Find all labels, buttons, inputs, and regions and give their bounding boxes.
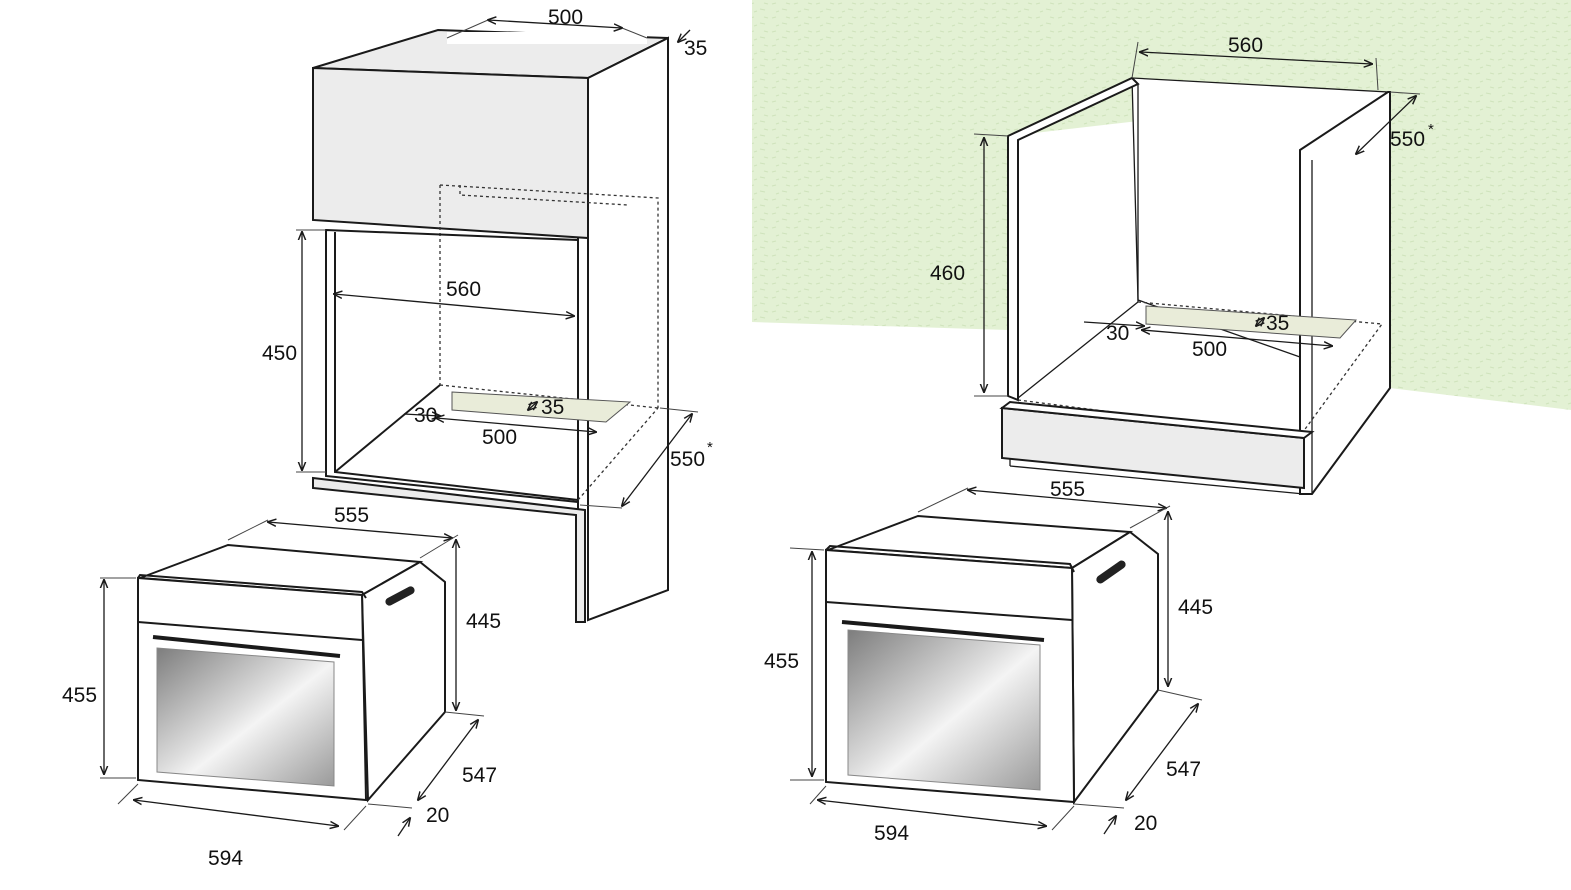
right-oven-front-width-label: 594 [874, 822, 909, 845]
right-oven-front-thickness-label: 20 [1134, 812, 1157, 835]
right-plinth-top [999, 400, 1315, 440]
right-right-panel [1299, 91, 1391, 495]
left-upper-panel [312, 66, 589, 240]
right-oven [825, 514, 1159, 805]
left-niche-depth-note: * [707, 439, 713, 456]
left-oven-front-width-label: 594 [208, 847, 243, 870]
left-oven-height-label: 445 [466, 610, 501, 633]
left-niche-frame [325, 228, 579, 504]
left-niche-height-label: 450 [262, 342, 297, 365]
left-oven-front-height-label: 455 [62, 684, 97, 707]
left-top-width-label: 500 [548, 6, 583, 29]
right-cabinet [999, 76, 1391, 495]
right-oven-labels: 555 445 455 547 20 594 [764, 478, 1213, 845]
left-vent-width-label: 500 [482, 426, 517, 449]
right-oven-window [847, 629, 1041, 791]
right-niche-height-label: 460 [930, 262, 965, 285]
right-oven-dimensions [789, 488, 1203, 835]
left-oven [137, 543, 446, 803]
right-vent-depth-label: 35 [1266, 312, 1289, 335]
left-oven-dimensions [100, 520, 485, 837]
right-cabinet-dimensions [973, 41, 1421, 397]
left-oven-labels: 555 445 455 547 20 594 [62, 504, 501, 870]
right-niche-depth-note: * [1428, 121, 1434, 138]
right-niche-width-label: 560 [1228, 34, 1263, 57]
left-top-depth-label: 35 [684, 37, 707, 60]
left-cabinet-labels: 500 35 560 450 30 35 500 550 * [262, 6, 713, 471]
left-top-cutout [447, 32, 647, 44]
left-vent-offset-label: 30 [414, 404, 437, 427]
right-oven-width-label: 555 [1050, 478, 1085, 501]
left-oven-width-label: 555 [334, 504, 369, 527]
right-oven-depth-label: 547 [1166, 758, 1201, 781]
right-oven-front-height-label: 455 [764, 650, 799, 673]
left-niche-depth-label: 550 [670, 448, 705, 471]
left-vent-depth-label: 35 [541, 396, 564, 419]
left-oven-front-thickness-label: 20 [426, 804, 449, 827]
right-oven-height-label: 445 [1178, 596, 1213, 619]
right-oven-handle-slot [1096, 560, 1126, 584]
left-niche-width-label: 560 [446, 278, 481, 301]
left-cabinet-dimensions [296, 20, 699, 509]
left-cabinet [312, 28, 669, 623]
wall-background [752, 0, 1571, 410]
right-cabinet-labels: 560 550 * 460 30 35 500 [930, 34, 1434, 361]
right-niche-depth-label: 550 [1390, 128, 1425, 151]
left-oven-side [360, 560, 446, 803]
right-vent-width-label: 500 [1192, 338, 1227, 361]
left-oven-handle-slot [385, 586, 415, 606]
right-vent-offset-label: 30 [1106, 322, 1129, 345]
left-bottom-shelf [312, 476, 586, 623]
left-oven-window [156, 647, 335, 787]
left-oven-depth-label: 547 [462, 764, 497, 787]
left-side-panel [587, 36, 669, 622]
